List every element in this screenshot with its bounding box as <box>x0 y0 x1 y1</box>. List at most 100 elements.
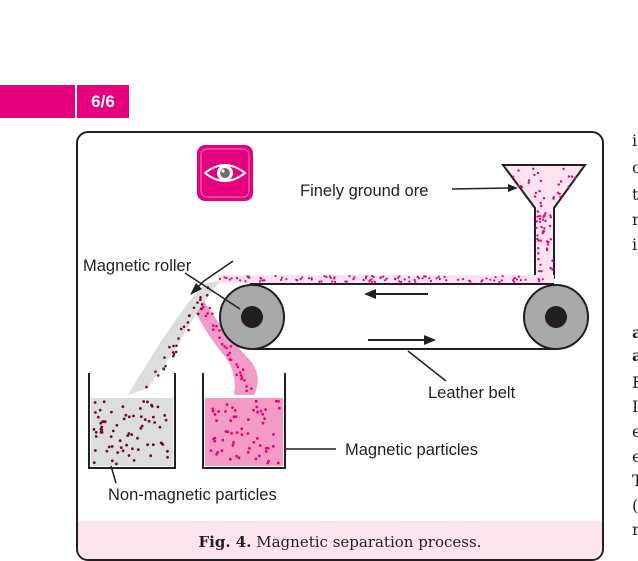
particle-dot <box>156 374 160 377</box>
leather-belt <box>250 283 554 350</box>
particle-dot <box>166 449 169 453</box>
particle-dot <box>299 278 302 281</box>
particle-dot <box>295 278 298 281</box>
particle-dot <box>407 276 411 279</box>
particle-dot <box>204 314 208 318</box>
particle-dot <box>248 447 251 450</box>
particle-dot <box>537 252 540 255</box>
particle-dot <box>512 175 515 178</box>
particle-dot <box>542 230 546 233</box>
section-tab-strip <box>0 85 75 118</box>
right-fragment-6: a <box>632 346 638 365</box>
particle-dot <box>498 280 501 284</box>
right-fragment-8: I <box>632 397 638 416</box>
non-magnetic-stream <box>128 281 220 395</box>
particle-dot <box>277 399 280 403</box>
particle-dot <box>445 279 448 282</box>
particle-dot <box>538 214 542 218</box>
particle-dot <box>224 430 228 433</box>
particle-dot <box>278 406 281 410</box>
particle-dot <box>143 418 147 421</box>
particle-dot <box>235 277 238 280</box>
particle-dot <box>320 280 323 283</box>
particle-dot <box>232 441 235 444</box>
particle-dot <box>250 387 253 390</box>
particle-dot <box>186 321 190 324</box>
particle-dot <box>233 409 237 412</box>
particle-dot <box>212 328 215 331</box>
particle-dot <box>213 413 217 416</box>
particle-dot <box>92 461 96 464</box>
particle-dot <box>428 277 431 280</box>
particle-dot <box>399 280 403 283</box>
particle-dot <box>245 385 248 388</box>
particle-dot <box>542 215 545 218</box>
particle-dot <box>172 351 175 354</box>
label-magnetic-particles: Magnetic particles <box>345 441 478 459</box>
particle-dot <box>199 296 202 299</box>
particle-dot <box>218 336 221 339</box>
particle-dot <box>527 181 530 184</box>
particle-dot <box>187 328 190 332</box>
particle-dot <box>538 217 542 220</box>
particle-dot <box>132 459 136 462</box>
particle-dot <box>121 405 125 409</box>
particle-dot <box>348 275 351 278</box>
particle-dot <box>115 462 118 466</box>
particle-dot <box>192 306 196 310</box>
particle-dot <box>163 356 166 359</box>
particle-dot <box>151 443 155 447</box>
particle-dot <box>110 459 114 463</box>
particle-dot <box>344 280 347 283</box>
label-non-magnetic-particles: Non-magnetic particles <box>108 486 277 504</box>
particle-dot <box>519 279 522 282</box>
particle-dot <box>139 415 143 418</box>
particle-dot <box>99 427 103 431</box>
particle-dot <box>539 239 542 242</box>
particle-dot <box>212 437 216 441</box>
right-fragment-5: a <box>632 323 638 342</box>
particle-dot <box>536 171 540 175</box>
particle-dot <box>94 411 97 414</box>
particle-dot <box>223 276 226 279</box>
particle-dot <box>218 277 222 280</box>
particle-dot <box>136 448 140 451</box>
particle-dot <box>262 279 265 282</box>
particle-dot <box>537 247 540 250</box>
particle-dot <box>162 367 165 370</box>
particle-dot <box>245 389 248 393</box>
particle-dot <box>246 450 250 454</box>
particle-dot <box>175 344 178 348</box>
particle-dot <box>365 275 368 278</box>
caption-prefix: Fig. 4. <box>198 533 252 551</box>
particle-dot <box>331 280 334 283</box>
particle-dot <box>259 276 262 280</box>
caption-text: Magnetic separation process. <box>251 533 482 551</box>
particle-dot <box>517 184 520 187</box>
particle-dot <box>145 385 148 389</box>
particle-dot <box>109 435 113 438</box>
particle-dot <box>362 278 365 282</box>
particle-dot <box>211 409 215 413</box>
particle-dot <box>220 342 224 346</box>
particle-dot <box>310 278 313 281</box>
particle-dot <box>280 276 283 279</box>
particle-dot <box>567 185 570 188</box>
particle-dot <box>540 225 543 229</box>
particle-dot <box>413 278 416 282</box>
particle-dot <box>205 294 209 297</box>
particle-dot <box>166 455 169 459</box>
particle-dot <box>323 275 326 278</box>
magnetic-roller <box>219 284 285 350</box>
particle-dot <box>150 404 154 408</box>
particle-dot <box>111 429 115 433</box>
particle-dot <box>533 195 537 198</box>
particle-dot <box>127 415 131 419</box>
particle-dot <box>417 277 420 280</box>
particle-dot <box>196 312 200 316</box>
particle-dot <box>271 445 275 448</box>
particle-dot <box>230 431 234 435</box>
particle-dot <box>92 428 96 431</box>
particle-dot <box>154 370 157 373</box>
particle-dot <box>544 219 547 223</box>
